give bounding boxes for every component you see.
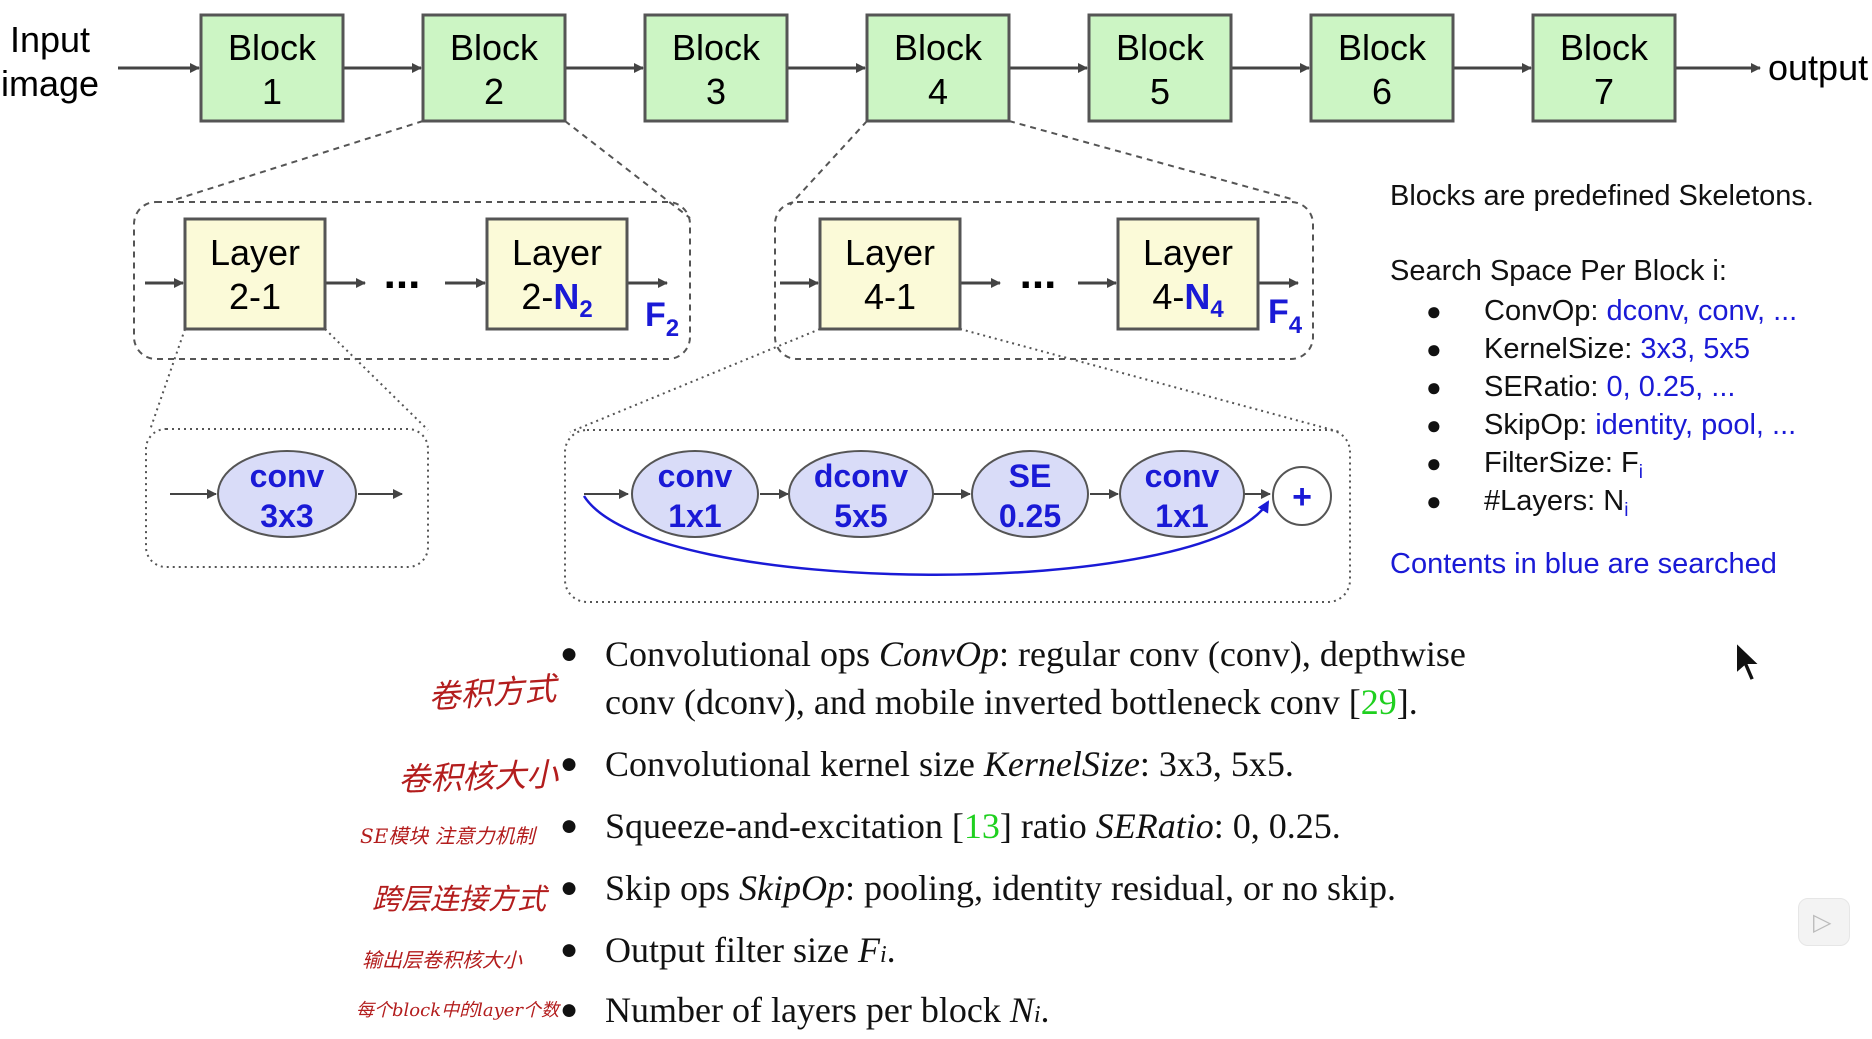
block-1-title: Block bbox=[228, 27, 317, 68]
layer-2-1-id: 2-1 bbox=[229, 276, 281, 317]
mouse-cursor-icon bbox=[1735, 640, 1763, 683]
op-conv-1x1-b-type: conv bbox=[1145, 458, 1220, 494]
block-4-ellipsis: ... bbox=[1020, 249, 1057, 298]
op-se-type: SE bbox=[1009, 458, 1052, 494]
option-num-layers: ●Number of layers per block Ni. bbox=[560, 990, 1050, 1030]
layer-4-1: Layer 4-1 bbox=[818, 217, 962, 331]
layer-2-ops-frame bbox=[145, 428, 429, 568]
input-label-line2: image bbox=[1, 63, 99, 104]
block-5-number: 5 bbox=[1150, 71, 1170, 112]
op-se-0-25: SE 0.25 bbox=[971, 450, 1089, 538]
annotation-kernel-size: 卷积核大小 bbox=[397, 755, 559, 799]
layer-4-n4-id: 4-N4 bbox=[1152, 276, 1224, 323]
layer-zoom-connectors bbox=[149, 328, 1341, 433]
op-se-ratio: 0.25 bbox=[999, 498, 1061, 534]
search-item-skipop: ●SkipOp: identity, pool, ... bbox=[1392, 406, 1797, 444]
search-item-layers: ●#Layers: Ni bbox=[1392, 482, 1797, 521]
search-item-convop: ●ConvOp: dconv, conv, ... bbox=[1392, 292, 1797, 330]
block-3: Block 3 bbox=[643, 13, 789, 123]
op-conv-1x1-a: conv 1x1 bbox=[631, 450, 759, 538]
block-4-title: Block bbox=[894, 27, 983, 68]
layer-4-ops-frame bbox=[564, 429, 1351, 603]
block-6: Block 6 bbox=[1309, 13, 1455, 123]
search-item-filtersize: ●FilterSize: Fi bbox=[1392, 444, 1797, 483]
info-heading: Blocks are predefined Skeletons. bbox=[1390, 180, 1814, 212]
layer-4-1-title: Layer bbox=[845, 232, 935, 273]
annotation-skip: 跨层连接方式 bbox=[372, 882, 547, 916]
search-space-title: Search Space Per Block i: bbox=[1390, 255, 1727, 287]
block-4-number: 4 bbox=[928, 71, 948, 112]
annotation-se-module: SE模块 注意力机制 bbox=[360, 824, 535, 848]
op-conv-1x1-a-size: 1x1 bbox=[668, 498, 721, 534]
block-7: Block 7 bbox=[1531, 13, 1677, 123]
layer-2-1: Layer 2-1 bbox=[183, 217, 327, 331]
input-label-line1: Input bbox=[10, 19, 90, 60]
block-2: Block 2 bbox=[421, 13, 567, 123]
option-filter-size: ●Output filter size Fi. bbox=[560, 930, 896, 970]
layer-4-n4: Layer 4-N4 bbox=[1116, 217, 1260, 331]
block-2-detail-frame bbox=[133, 201, 691, 360]
op-conv-3x3: conv 3x3 bbox=[217, 450, 357, 538]
layer-2-n2-title: Layer bbox=[512, 232, 602, 273]
play-button[interactable]: ▷ bbox=[1798, 898, 1850, 946]
add-node: + bbox=[1272, 466, 1332, 526]
skip-connection bbox=[582, 495, 1270, 576]
op-conv-3x3-size: 3x3 bbox=[260, 498, 313, 534]
add-symbol: + bbox=[1292, 478, 1312, 516]
op-conv-1x1-b: conv 1x1 bbox=[1119, 450, 1245, 538]
filter-size-f2: F2 bbox=[645, 296, 679, 342]
block-2-ellipsis: ... bbox=[384, 249, 421, 298]
annotation-conv-type: 卷积方式 bbox=[426, 669, 558, 717]
search-space-list: ●ConvOp: dconv, conv, ... ●KernelSize: 3… bbox=[1392, 292, 1797, 521]
block-5: Block 5 bbox=[1087, 13, 1233, 123]
block-2-number: 2 bbox=[484, 71, 504, 112]
option-conv-ops: ●Convolutional ops ConvOp: regular conv … bbox=[560, 634, 1466, 722]
option-kernel-size: ●Convolutional kernel size KernelSize: 3… bbox=[560, 744, 1294, 784]
filter-size-f4: F4 bbox=[1268, 293, 1303, 339]
layer-2-n2: Layer 2-N2 bbox=[485, 217, 629, 331]
block-3-number: 3 bbox=[706, 71, 726, 112]
block-6-number: 6 bbox=[1372, 71, 1392, 112]
option-skip-ops: ●Skip ops SkipOp: pooling, identity resi… bbox=[560, 868, 1396, 908]
annotation-layers-per-block: 每个block中的layer个数 bbox=[356, 1000, 560, 1021]
op-dconv-5x5-type: dconv bbox=[814, 458, 908, 494]
search-footnote: Contents in blue are searched bbox=[1390, 548, 1777, 580]
search-item-kernelsize: ●KernelSize: 3x3, 5x5 bbox=[1392, 330, 1797, 368]
play-icon: ▷ bbox=[1813, 909, 1832, 936]
block-4-detail-frame bbox=[774, 201, 1314, 360]
block-1: Block 1 bbox=[199, 13, 345, 123]
block-3-title: Block bbox=[672, 27, 761, 68]
output-label: output bbox=[1768, 47, 1868, 88]
bullet-dot: ● bbox=[1426, 372, 1442, 402]
block-2-title: Block bbox=[450, 27, 539, 68]
bullet-dot: ● bbox=[1426, 334, 1442, 364]
op-dconv-5x5: dconv 5x5 bbox=[788, 450, 934, 538]
block-4: Block 4 bbox=[865, 13, 1011, 123]
layer-2-1-title: Layer bbox=[210, 232, 300, 273]
layer-4-n4-title: Layer bbox=[1143, 232, 1233, 273]
op-conv-1x1-a-type: conv bbox=[658, 458, 733, 494]
bullet-dot: ● bbox=[1426, 486, 1442, 516]
op-conv-1x1-b-size: 1x1 bbox=[1155, 498, 1208, 534]
op-dconv-5x5-size: 5x5 bbox=[834, 498, 887, 534]
block-7-title: Block bbox=[1560, 27, 1649, 68]
bullet-dot: ● bbox=[1426, 448, 1442, 478]
block-5-title: Block bbox=[1116, 27, 1205, 68]
option-se-ratio: ●Squeeze-and-excitation [13] ratio SERat… bbox=[560, 806, 1341, 846]
layer-4-1-id: 4-1 bbox=[864, 276, 916, 317]
block-7-number: 7 bbox=[1594, 71, 1614, 112]
annotation-filter-size: 输出层卷积核大小 bbox=[362, 948, 522, 972]
op-conv-3x3-type: conv bbox=[250, 458, 325, 494]
search-item-seratio: ●SERatio: 0, 0.25, ... bbox=[1392, 368, 1797, 406]
bullet-dot: ● bbox=[1426, 410, 1442, 440]
block-1-number: 1 bbox=[262, 71, 282, 112]
layer-2-n2-id: 2-N2 bbox=[521, 276, 592, 323]
zoom-connectors bbox=[173, 120, 1296, 219]
block-6-title: Block bbox=[1338, 27, 1427, 68]
bullet-dot: ● bbox=[1426, 296, 1442, 326]
